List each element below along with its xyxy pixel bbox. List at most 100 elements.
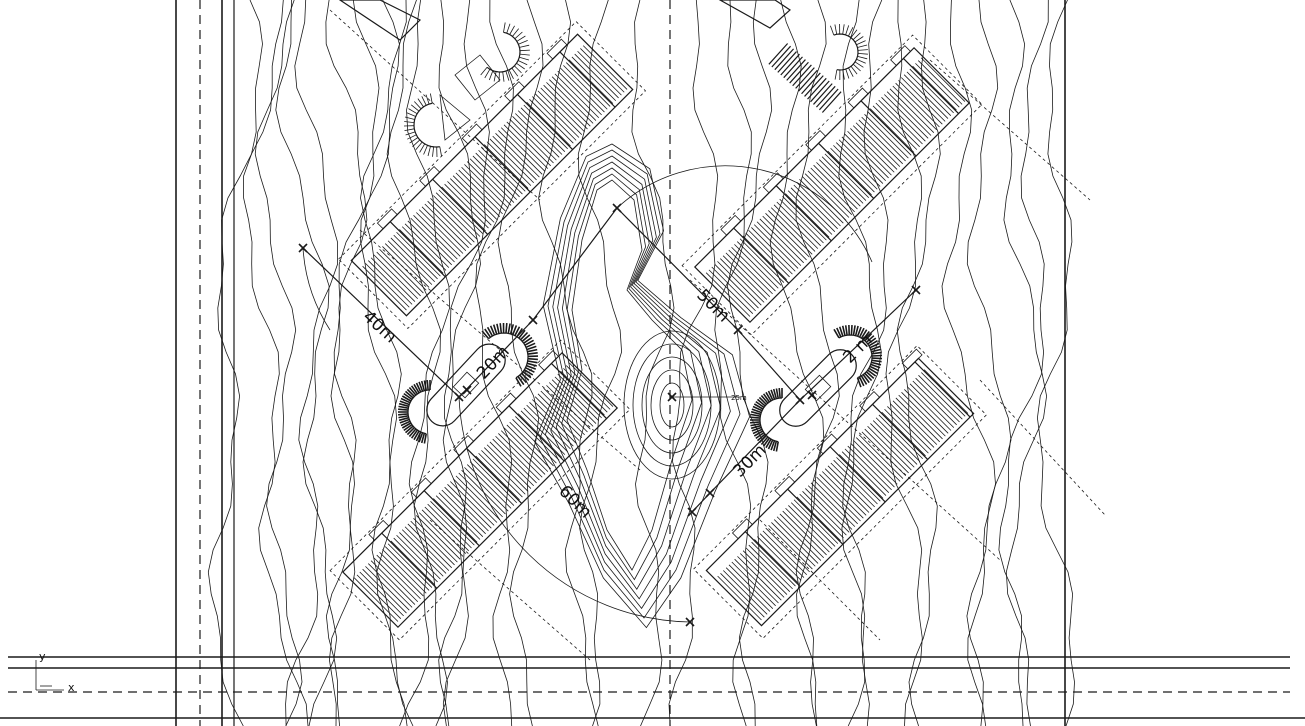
roof-hatch	[370, 560, 416, 605]
bulb-tick	[865, 371, 875, 379]
bulb-tick	[517, 60, 528, 66]
bulb-tick	[398, 415, 409, 419]
bulb-tick	[505, 323, 508, 334]
unit-division	[787, 488, 844, 545]
roof-hatch	[444, 486, 489, 532]
bulb-arc	[833, 33, 859, 71]
roof-hatch	[728, 564, 774, 609]
turnaround-loops	[398, 22, 883, 452]
bulb-tick	[418, 432, 424, 443]
roof-hatch	[512, 116, 557, 161]
building-block[interactable]	[329, 339, 631, 641]
roof-hatch	[892, 85, 937, 131]
roof-hatch	[580, 48, 625, 93]
roof-hatch	[529, 99, 574, 144]
roof-hatch	[887, 406, 932, 451]
bulb-tick	[519, 374, 528, 384]
stair-tread	[801, 72, 821, 95]
roof-hatch	[492, 438, 537, 484]
bulb-tick	[765, 391, 772, 402]
roof-hatch	[475, 152, 520, 198]
roof-hatch	[483, 144, 529, 189]
bulb-tick	[409, 137, 419, 144]
bulb-tick	[507, 323, 511, 334]
bulb-tick	[867, 369, 877, 377]
hill-contour	[550, 161, 722, 600]
roof-hatch	[498, 130, 543, 175]
bulb-tick	[752, 405, 763, 412]
roof-hatch	[705, 272, 751, 317]
roof-hatch	[520, 107, 566, 152]
roof-hatch	[447, 181, 492, 226]
stair-tread	[813, 83, 833, 105]
roof-hatch	[410, 217, 455, 263]
roof-hatch	[912, 380, 957, 426]
bulb-tick	[752, 428, 763, 435]
roof-hatch	[875, 417, 921, 462]
building-block[interactable]	[681, 34, 983, 336]
bulb-tick	[519, 56, 530, 61]
roof-hatch	[433, 498, 478, 543]
roof-hatch	[387, 543, 433, 588]
roof-hatch	[751, 227, 796, 272]
bulb-tick	[401, 422, 412, 429]
roof-hatch	[824, 153, 870, 199]
roof-hatch	[833, 459, 878, 505]
bulb-tick	[869, 365, 880, 372]
roof-hatch	[847, 130, 892, 176]
roof-hatch	[469, 158, 515, 203]
contour-line	[243, 0, 309, 726]
contour-lines	[207, 0, 1075, 726]
bulb-tick	[404, 116, 415, 120]
roof-hatch	[438, 492, 484, 537]
bulb-tick	[418, 381, 424, 392]
bulb-tick	[413, 383, 420, 394]
roof-hatch	[861, 116, 906, 162]
roof-hatch	[577, 50, 622, 96]
roof-hatch	[796, 181, 841, 227]
roof-hatch	[421, 509, 467, 554]
bulb-tick	[753, 430, 764, 437]
dimension-tick	[454, 392, 464, 402]
bulb-tick	[762, 393, 771, 403]
roof-hatch	[782, 196, 827, 241]
bulb-tick	[854, 325, 859, 336]
bulb-tick	[860, 329, 868, 339]
roof-hatch	[393, 537, 438, 583]
roof-hatch	[557, 70, 602, 116]
roof-hatch	[807, 485, 853, 530]
roof-hatch	[884, 94, 929, 139]
roof-hatch	[822, 471, 867, 516]
bulb-tick	[772, 388, 778, 399]
unit-division	[474, 136, 531, 193]
bulb-tick	[870, 345, 881, 351]
contour-line	[885, 0, 923, 726]
roof-hatch	[413, 215, 458, 260]
roof-hatch	[435, 192, 481, 237]
roof-hatch	[455, 475, 501, 520]
bulb-tick	[503, 22, 506, 33]
roof-hatch	[441, 186, 486, 232]
roof-hatch	[830, 462, 875, 508]
roof-hatch	[771, 522, 816, 567]
roof-hatch	[379, 551, 424, 597]
bulb-tick	[521, 334, 531, 343]
bulb-tick	[408, 108, 418, 115]
building-block[interactable]	[693, 345, 987, 639]
turnaround-bulb	[830, 23, 868, 81]
roof-hatch	[884, 408, 929, 454]
stair-tread	[771, 45, 792, 68]
roof-hatch	[418, 209, 464, 254]
bulb-tick	[762, 437, 771, 447]
building-blocks[interactable]	[329, 20, 987, 641]
bulb-tick	[398, 416, 409, 422]
roof-hatch	[568, 362, 614, 407]
roof-hatch	[901, 77, 946, 122]
roof-hatch	[458, 472, 503, 518]
roof-hatch	[748, 544, 793, 590]
roof-hatch	[362, 265, 407, 311]
building-block[interactable]	[337, 20, 647, 330]
bulb-tick	[496, 323, 500, 334]
